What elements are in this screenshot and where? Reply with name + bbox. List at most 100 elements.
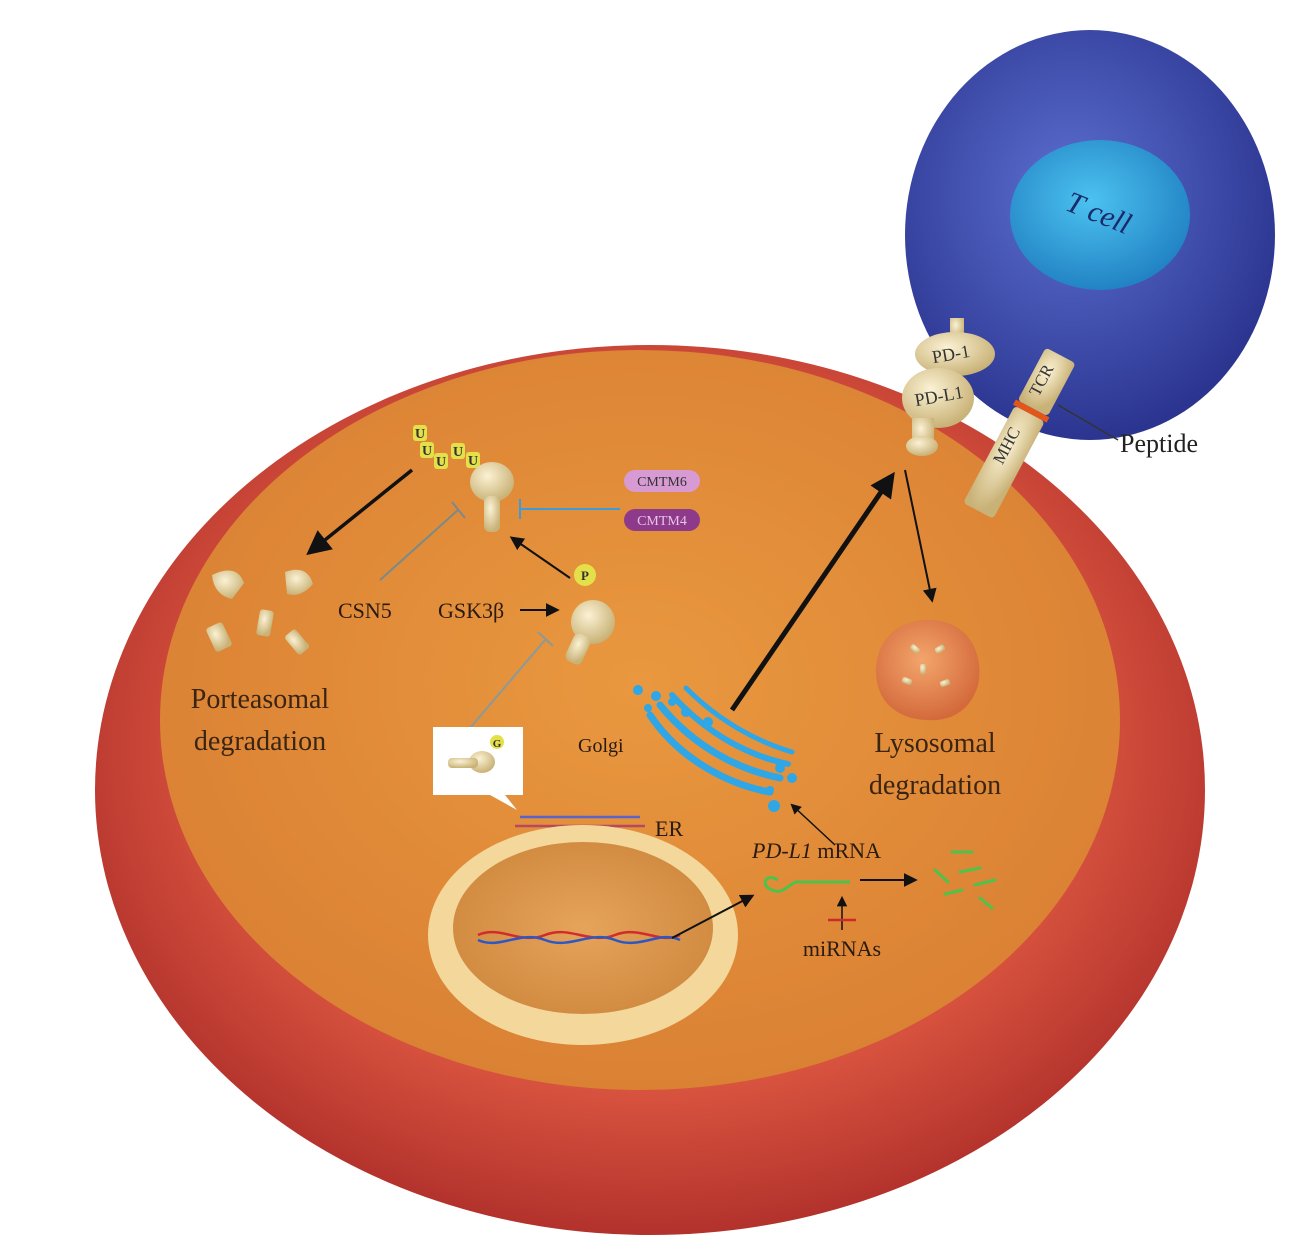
cmtm6-pill — [624, 470, 700, 492]
mrna-gene-name: PD-L1 — [751, 838, 812, 863]
cmtm6-label: CMTM6 — [637, 475, 687, 490]
trafficking-to-membrane-arrow — [729, 471, 895, 712]
ubiquitin-chain: U U U U U — [413, 425, 480, 470]
gsk3b-label: GSK3β — [438, 598, 504, 623]
mrna-fragment — [973, 878, 997, 887]
mrna-fragment — [933, 868, 950, 884]
degraded-mrna-fragments — [933, 850, 997, 910]
ubiquitin-marker — [434, 453, 448, 469]
phospho-pdl1: P — [565, 564, 615, 665]
vesicle — [633, 685, 643, 695]
proteasomal-label-line2: degradation — [194, 726, 326, 757]
mrna-fragment — [943, 888, 964, 896]
lysosome-fragment — [901, 677, 913, 685]
lysosomal-label-line1: Lysosomal — [874, 728, 996, 759]
pdl1-protein — [902, 368, 974, 428]
glyco-inhibition-line — [469, 639, 546, 729]
golgi-cisterna — [683, 685, 795, 755]
vesicle — [681, 707, 691, 717]
glyco-marker — [490, 735, 504, 749]
peptide-band — [1013, 399, 1050, 423]
lysosome-fragment — [920, 664, 926, 674]
lysosome-fragment — [934, 644, 946, 654]
vesicle — [651, 691, 661, 701]
fragment — [285, 569, 313, 595]
golgi-cisterna — [656, 701, 784, 782]
peptide-label: Peptide — [1120, 429, 1198, 458]
proteasome-arrow — [306, 468, 414, 556]
lysosomal-label-line2: degradation — [869, 770, 1001, 801]
cmtm4-pill — [624, 509, 700, 531]
mhc-protein — [964, 407, 1044, 518]
fragment — [256, 609, 274, 637]
protein-fragments — [206, 569, 313, 655]
phospho-label: P — [581, 568, 589, 583]
ubiquitin-marker — [466, 452, 480, 468]
lysosome-fragment — [910, 644, 920, 654]
mrna-fragment — [978, 896, 994, 910]
phospho-marker — [574, 564, 596, 586]
mrna-hairpin — [763, 876, 801, 893]
fragment — [212, 570, 244, 599]
vesicle — [787, 773, 797, 783]
pd-l1-mrna — [763, 876, 850, 893]
glycosylated-pdl1-callout: G — [433, 727, 523, 810]
golgi-label: Golgi — [578, 735, 624, 757]
csn5-label: CSN5 — [338, 598, 392, 623]
mrna-to-golgi-arrow — [790, 803, 836, 846]
phospho-pdl1-stalk — [565, 633, 591, 665]
phospho-to-ub-arrow — [509, 536, 571, 579]
csn5-inhibition-line — [379, 509, 459, 581]
membrane-to-lysosome-arrow — [904, 469, 937, 603]
pd1-pdl1-complex: PD-1 PD-L1 — [902, 318, 995, 456]
tcr-protein — [1019, 348, 1075, 415]
golgi-vesicles — [633, 685, 797, 812]
csn5-inhibition-bar — [451, 501, 466, 519]
svg-text:U: U — [468, 454, 478, 469]
lysosome-fragment — [939, 679, 951, 687]
tumor-cell — [95, 345, 1205, 1235]
lysosome-body — [875, 619, 980, 721]
cmtm4-label: CMTM4 — [637, 514, 687, 529]
fragment — [206, 622, 232, 652]
svg-text:U: U — [436, 455, 446, 470]
vesicle — [775, 763, 785, 773]
mrna-suffix: mRNA — [812, 838, 881, 863]
ubiquitin-marker — [451, 443, 465, 459]
pdl1-base — [906, 436, 938, 456]
golgi-apparatus — [646, 685, 795, 796]
vesicle — [703, 717, 713, 727]
ub-pdl1-stalk — [484, 496, 500, 532]
nucleoplasm — [453, 842, 713, 1014]
ubiquitin-marker — [420, 442, 434, 458]
ub-pdl1-head — [470, 462, 514, 502]
dna-strand-blue — [477, 935, 681, 945]
glyco-pdl1-stalk — [448, 758, 478, 768]
phospho-pdl1-head — [571, 600, 615, 644]
ubiquitinated-pdl1: U U U U U — [413, 425, 514, 532]
t-cell-nucleus — [1010, 140, 1190, 290]
mrna-fragment — [958, 866, 982, 874]
vesicle — [766, 786, 774, 794]
t-cell: T cell — [905, 30, 1275, 440]
pd1-protein — [915, 332, 995, 376]
svg-text:U: U — [453, 445, 463, 460]
dna-strand-red — [477, 930, 681, 940]
lysosome — [875, 619, 980, 721]
er-label: ER — [655, 816, 683, 841]
mrna-label: PD-L1 mRNA — [751, 838, 881, 863]
svg-text:U: U — [422, 444, 432, 459]
cmtm-proteins: CMTM6 CMTM4 — [624, 470, 700, 531]
svg-text:U: U — [415, 427, 425, 442]
proteasomal-label-line1: Porteasomal — [191, 684, 330, 715]
transcription-arrow — [671, 894, 755, 939]
tumor-cell-cytoplasm — [160, 350, 1120, 1090]
golgi-cisterna — [646, 711, 774, 796]
mirnas-label: miRNAs — [803, 936, 881, 961]
nucleus — [428, 825, 738, 1045]
glyco-inhibition-bar — [537, 631, 554, 647]
fragment — [285, 629, 309, 655]
ubiquitin-marker — [413, 425, 427, 441]
glyco-label: G — [493, 738, 502, 750]
